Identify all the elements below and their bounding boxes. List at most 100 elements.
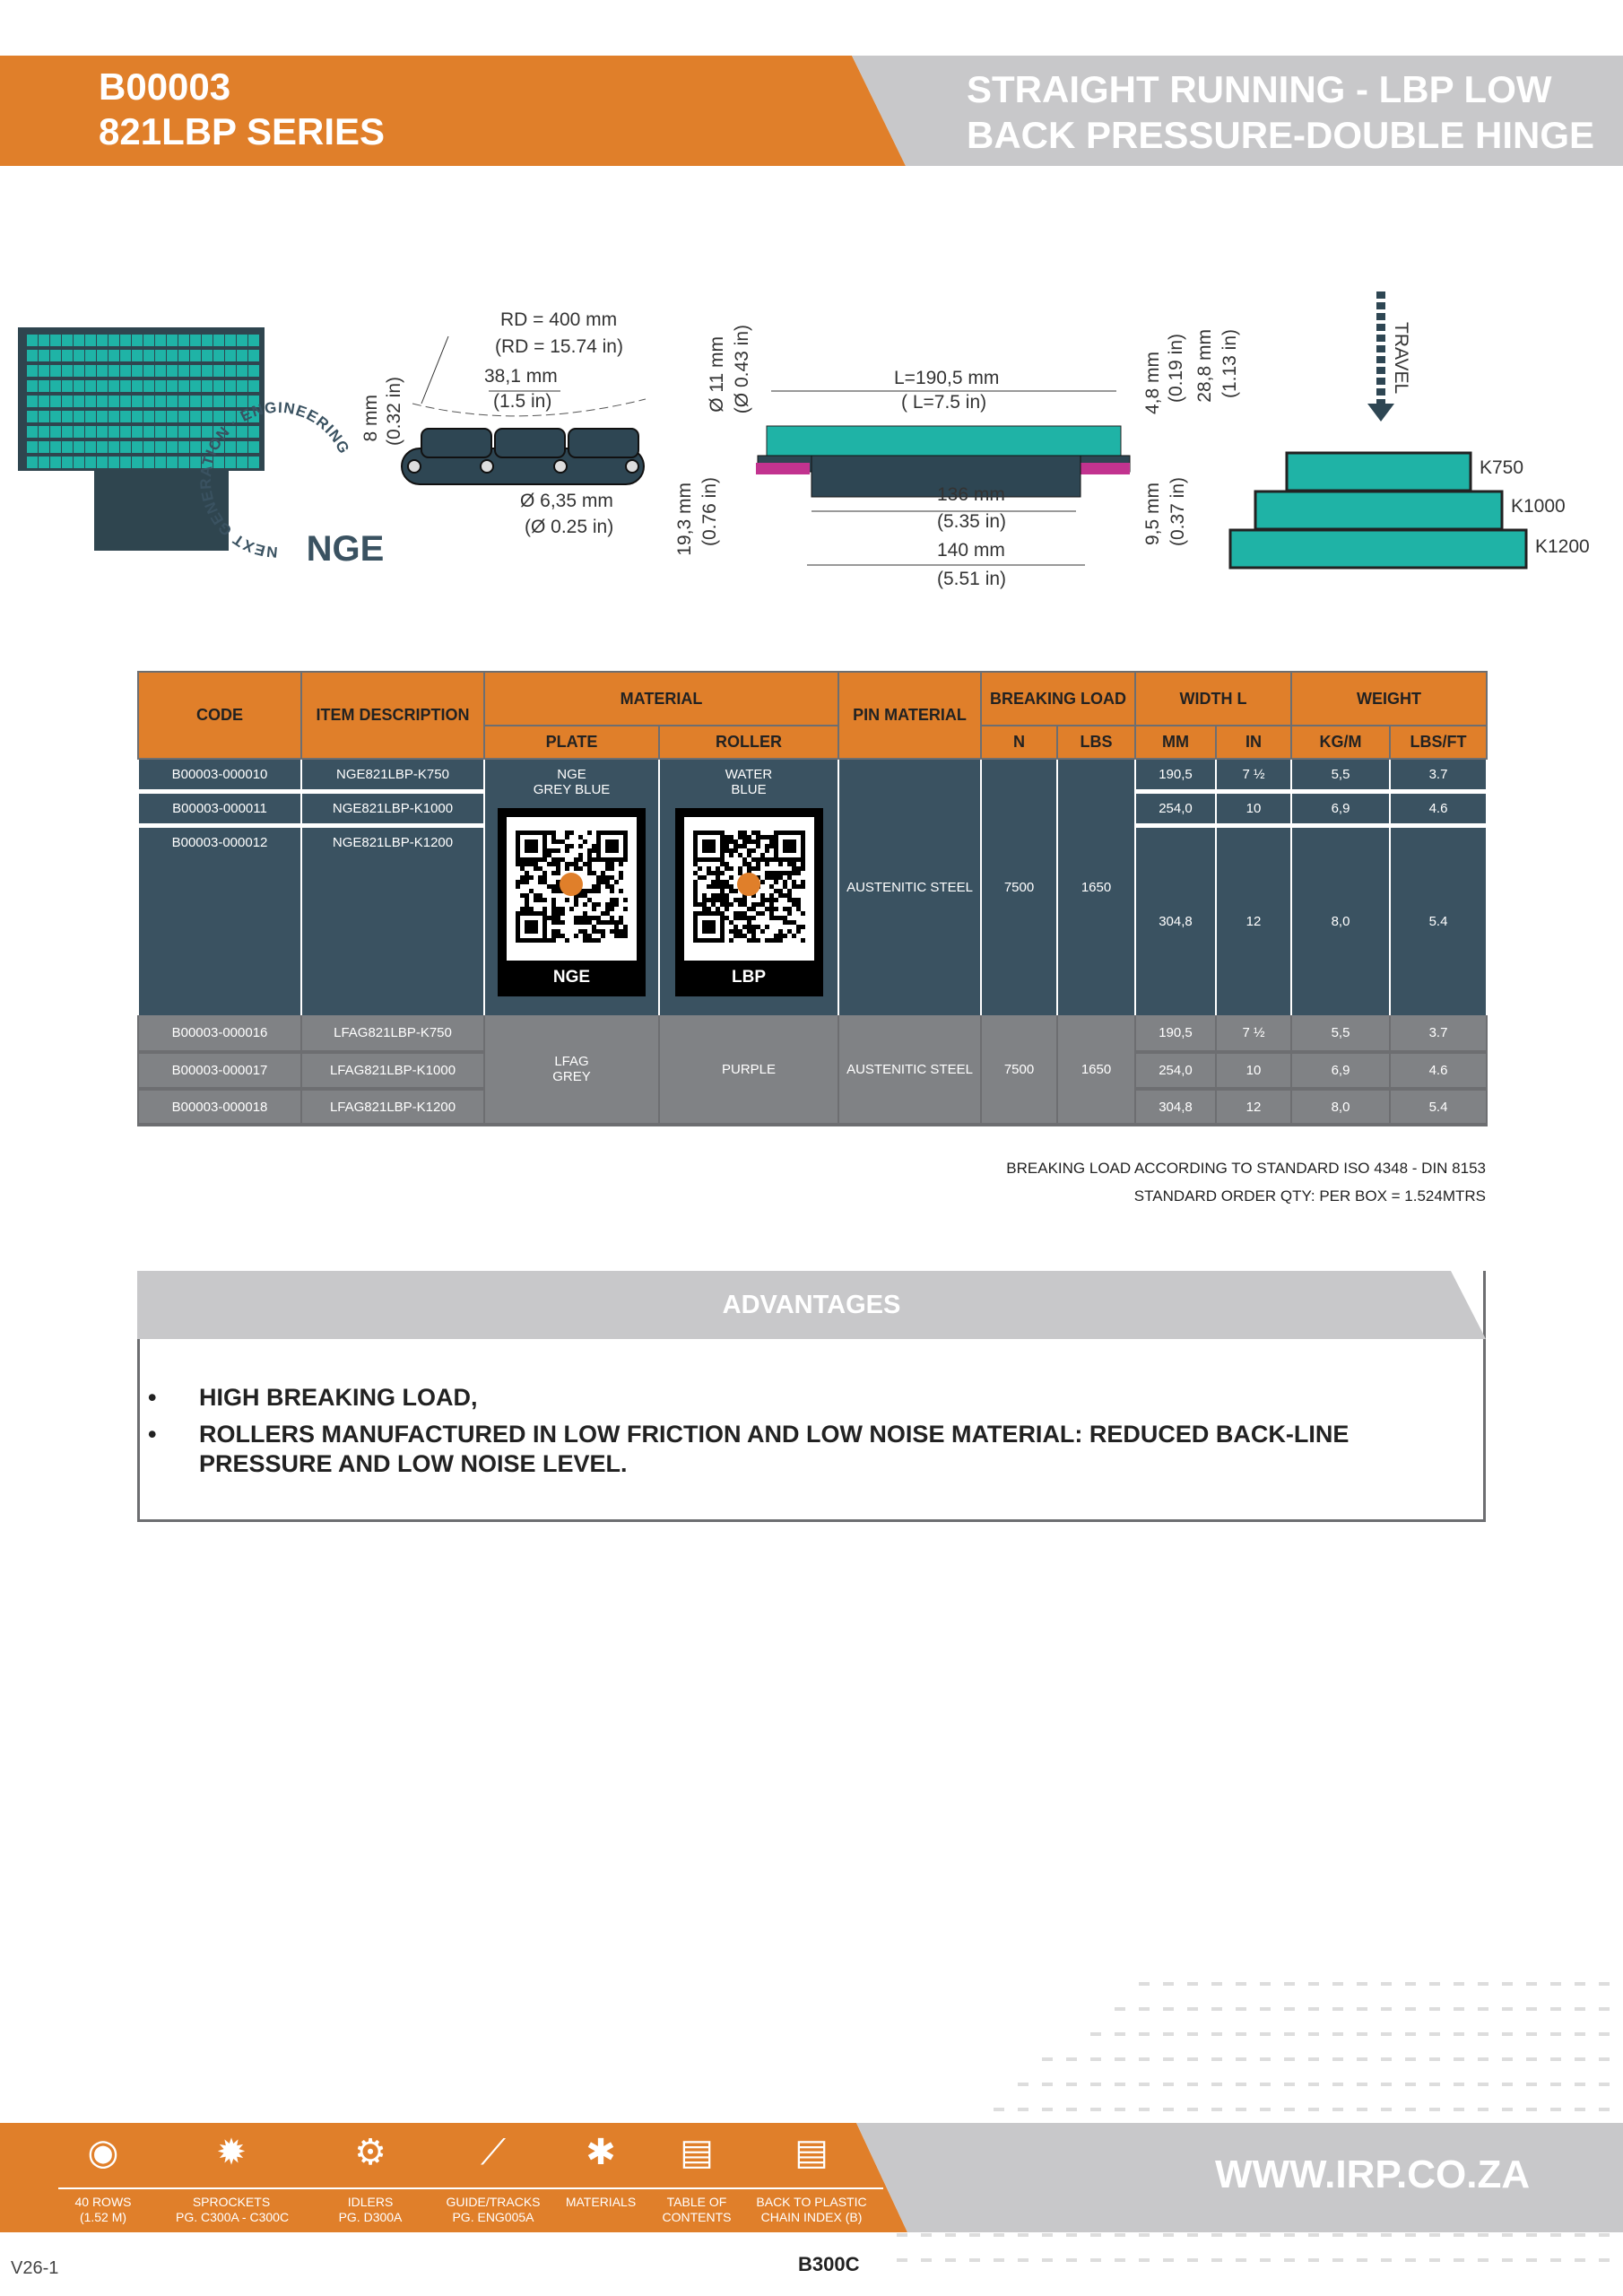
sprocket-icon: ✹ <box>216 2133 247 2172</box>
label-k1000: K1000 <box>1511 496 1566 517</box>
nge-logo-text: NGE <box>307 529 385 569</box>
cell-roller: PURPLE <box>658 1015 839 1126</box>
col-plate: PLATE <box>483 725 660 760</box>
dim-rd-mm: RD = 400 mm <box>500 309 618 330</box>
cell-lbsft: 3.7 <box>1389 759 1488 794</box>
footer-nav-band <box>0 2123 907 2232</box>
cell-kgm: 8,0 <box>1290 1089 1392 1126</box>
side-view-chain <box>401 428 645 485</box>
dim-pin-in: (Ø 0.25 in) <box>525 517 614 537</box>
dim-19-3-in: (0.76 in) <box>699 477 720 547</box>
col-breaking-load: BREAKING LOAD <box>980 671 1136 726</box>
note-order-qty: STANDARD ORDER QTY: PER BOX = 1.524MTRS <box>1133 1187 1486 1205</box>
table-row: B00003-000018 LFAG821LBP-K1200 304,8 12 … <box>137 1089 1488 1126</box>
advantage-item: •HIGH BREAKING LOAD, <box>148 1384 478 1411</box>
dim-4-8-mm: 4,8 mm <box>1142 352 1163 415</box>
cell-kgm: 6,9 <box>1290 1052 1392 1091</box>
nge-logo: NEXT GENERATION · ENGINEERING NGE <box>197 399 415 610</box>
travel-label: TRAVEL <box>1391 322 1411 395</box>
cell-mm: 190,5 <box>1134 759 1217 794</box>
cell-desc: LFAG821LBP-K1200 <box>300 1089 485 1126</box>
version-label: V26-1 <box>11 2258 59 2278</box>
dim-28-8-in: (1.13 in) <box>1219 329 1240 399</box>
dim-length-in: ( L=7.5 in) <box>901 392 987 413</box>
header-band <box>0 56 906 166</box>
cell-kgm: 5,5 <box>1290 759 1392 794</box>
cell-n: 7500 <box>980 1015 1058 1126</box>
col-pin-material: PIN MATERIAL <box>838 671 982 760</box>
dim-4-8-in: (0.19 in) <box>1166 334 1186 404</box>
qr-code-lbp[interactable]: LBP <box>674 808 823 996</box>
cell-code: B00003-000018 <box>137 1089 302 1126</box>
dim-length-mm: L=190,5 mm <box>894 368 1000 388</box>
cell-kgm: 6,9 <box>1290 791 1392 828</box>
width-variants <box>1228 451 1528 570</box>
footer-nav-item[interactable]: ✱MATERIALS <box>545 2130 656 2210</box>
label-k750: K750 <box>1480 457 1524 478</box>
cell-lbs: 1650 <box>1056 759 1136 1015</box>
footer-nav-label: MATERIALS <box>565 2195 637 2209</box>
idler-icon: ⚙ <box>354 2133 386 2172</box>
advantages-title: ADVANTAGES <box>137 1271 1486 1339</box>
cell-desc: NGE821LBP-K1000 <box>300 791 485 828</box>
col-code: CODE <box>137 671 302 760</box>
cell-code: B00003-000011 <box>137 791 302 828</box>
col-lbsft: LBS/FT <box>1389 725 1488 760</box>
dim-rd-in: (RD = 15.74 in) <box>495 336 623 357</box>
cell-kgm: 5,5 <box>1290 1015 1392 1054</box>
qr-label: LBP <box>732 968 766 987</box>
cell-mm: 304,8 <box>1134 825 1217 1015</box>
dim-9-5-in: (0.37 in) <box>1167 477 1188 547</box>
col-mm: MM <box>1134 725 1217 760</box>
cell-mm: 254,0 <box>1134 1052 1217 1091</box>
cell-mm: 304,8 <box>1134 1089 1217 1126</box>
cell-in: 7 ½ <box>1214 1015 1293 1054</box>
col-lbs: LBS <box>1056 725 1136 760</box>
dim-136-in: (5.35 in) <box>937 511 1007 532</box>
cell-lbsft: 5.4 <box>1389 1089 1488 1126</box>
cell-code: B00003-000016 <box>137 1015 302 1054</box>
cell-desc: NGE821LBP-K750 <box>300 759 485 794</box>
cell-in: 12 <box>1214 825 1293 1015</box>
col-width: WIDTH L <box>1133 671 1293 726</box>
cell-in: 10 <box>1214 791 1293 828</box>
col-n: N <box>980 725 1058 760</box>
cell-kgm: 8,0 <box>1290 825 1392 1015</box>
col-in: IN <box>1214 725 1293 760</box>
cell-in: 12 <box>1214 1089 1293 1126</box>
qr-code-nge[interactable]: NGE <box>498 808 646 996</box>
dim-pin-mm: Ø 6,35 mm <box>520 491 613 511</box>
footer-nav-item[interactable]: ◉40 ROWS(1.52 M) <box>48 2130 159 2225</box>
advantages-box <box>137 1271 1486 1522</box>
dim-140-mm: 140 mm <box>937 540 1005 561</box>
cell-desc: NGE821LBP-K1200 <box>300 825 485 1015</box>
chain-photo <box>18 327 265 551</box>
table-row: B00003-000011 NGE821LBP-K1000 254,0 10 6… <box>137 791 1488 828</box>
website-link[interactable]: WWW.IRP.CO.ZA <box>1215 2152 1531 2196</box>
dim-136-mm: 136 mm <box>937 484 1005 505</box>
dim-roller-in: (Ø 0.43 in) <box>732 325 752 414</box>
dim-9-5-mm: 9,5 mm <box>1142 483 1163 546</box>
cell-in: 10 <box>1214 1052 1293 1091</box>
guide-track-icon: ⟋ <box>481 2133 506 2172</box>
dim-roller-mm: Ø 11 mm <box>707 336 727 413</box>
cell-lbs: 1650 <box>1056 1015 1136 1126</box>
dim-19-3-mm: 19,3 mm <box>674 483 695 556</box>
document-icon: ▤ <box>680 2133 714 2172</box>
product-series: 821LBP SERIES <box>99 110 386 152</box>
dim-8-in: (0.32 in) <box>384 377 404 447</box>
cell-in: 7 ½ <box>1214 759 1293 794</box>
label-k1200: K1200 <box>1535 536 1590 557</box>
col-description: ITEM DESCRIPTION <box>300 671 485 760</box>
travel-arrow-icon <box>1367 291 1394 422</box>
page-number: B300C <box>798 2253 860 2275</box>
cell-mm: 254,0 <box>1134 791 1217 828</box>
